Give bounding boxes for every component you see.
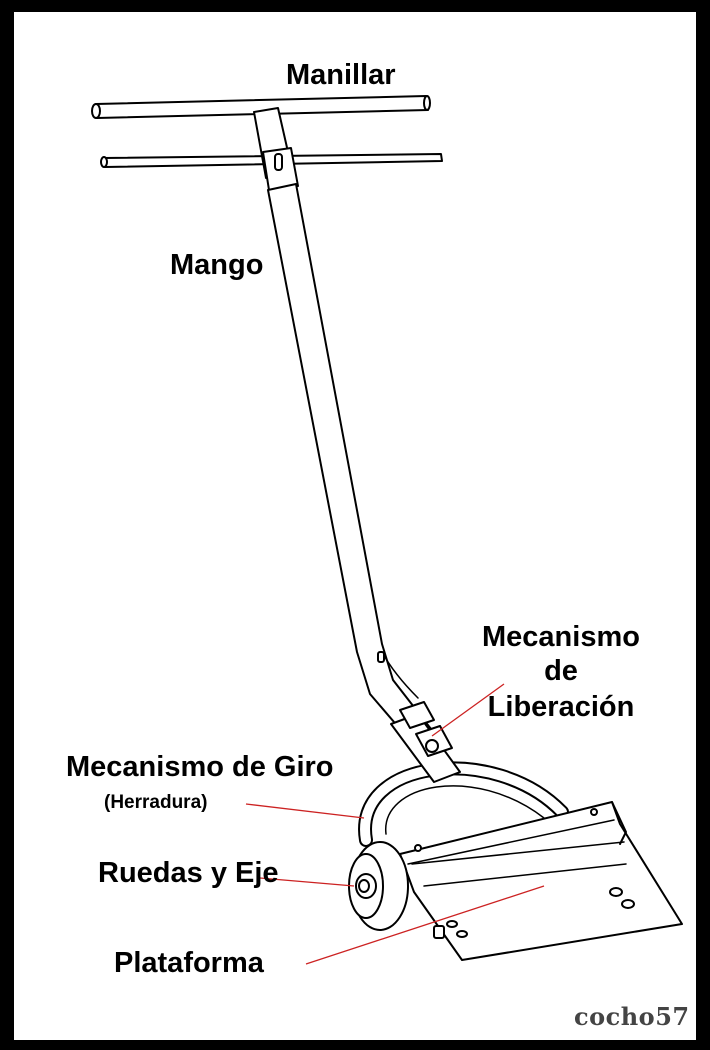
release-mechanism-part bbox=[391, 702, 460, 782]
label-mecanismo-giro: Mecanismo de Giro bbox=[66, 750, 334, 784]
label-herradura: (Herradura) bbox=[104, 792, 207, 814]
label-manillar: Manillar bbox=[286, 58, 396, 92]
label-mango: Mango bbox=[170, 248, 263, 282]
label-liberacion-1: Mecanismo bbox=[466, 620, 656, 654]
platform-blade bbox=[400, 802, 682, 960]
diagram-frame: Manillar Mango Mecanismo de Liberación M… bbox=[14, 12, 696, 1040]
label-plataforma: Plataforma bbox=[114, 946, 264, 980]
watermark: cocho57 bbox=[574, 1002, 690, 1031]
handle-shaft bbox=[268, 184, 438, 750]
label-liberacion-2: de bbox=[466, 654, 656, 688]
label-ruedas-eje: Ruedas y Eje bbox=[98, 856, 279, 890]
leader-giro bbox=[246, 804, 364, 818]
wheel-axle bbox=[349, 842, 408, 930]
handlebar bbox=[92, 96, 442, 190]
label-liberacion-3: Liberación bbox=[466, 690, 656, 724]
